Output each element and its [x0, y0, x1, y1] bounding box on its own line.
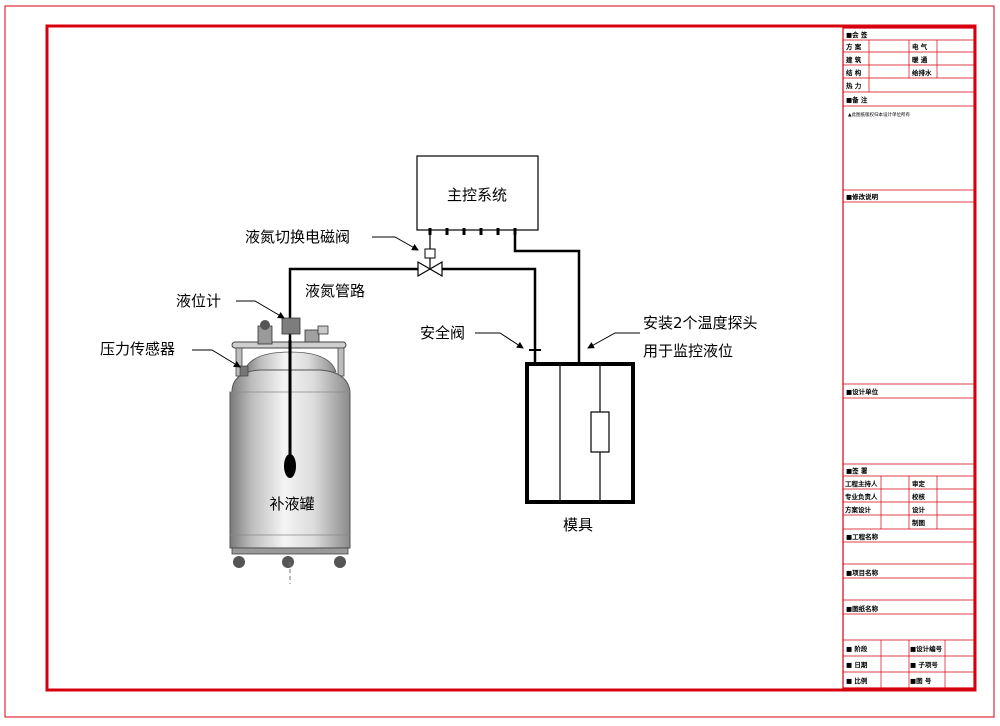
control-terminals	[428, 228, 517, 235]
tb-countersign: ■会 签	[846, 30, 868, 39]
tb-hvac: 暖 通	[912, 55, 928, 64]
tb-design-number: ■设计编号	[910, 644, 943, 653]
tb-scheme: 方 案	[846, 42, 862, 51]
tb-item-name: ■项目名称	[846, 568, 879, 577]
tb-review: 审定	[912, 479, 926, 488]
tb-design: 设计	[912, 505, 926, 514]
probe-note-line2: 用于监控液位	[643, 342, 733, 360]
probe-signal-wire	[513, 235, 581, 385]
tb-architecture: 建 筑	[845, 55, 862, 64]
outer-frame	[4, 5, 995, 718]
tb-project-lead: 工程主持人	[845, 479, 878, 488]
tb-plumbing: 给排水	[912, 68, 932, 77]
temperature-probe	[590, 411, 610, 453]
pressure-sensor-label: 压力传感器	[100, 340, 175, 358]
tb-sub-number: ■ 子项号	[910, 660, 938, 669]
tb-stage: ■ 阶段	[846, 644, 868, 653]
tb-power: 热 力	[846, 81, 862, 90]
tb-check: 校核	[912, 492, 926, 501]
level-gauge-label: 液位计	[176, 292, 221, 310]
tb-drawing: 制图	[912, 518, 926, 527]
mold-label: 模具	[563, 516, 593, 534]
tb-discipline-lead: 专业负责人	[845, 492, 878, 501]
tb-structure: 结 构	[846, 68, 862, 77]
tb-drawing-number: ■图 号	[910, 676, 932, 685]
tb-remarks: ■备 注	[846, 95, 868, 104]
main-control-box	[416, 155, 539, 231]
tb-project-name: ■工程名称	[846, 532, 879, 541]
main-control-label: 主控系统	[447, 186, 507, 204]
level-gauge-head	[281, 317, 301, 335]
ln2-pipe-label: 液氮管路	[305, 282, 365, 300]
tb-date: ■ 日期	[846, 660, 868, 669]
level-probe-bulb	[284, 454, 296, 478]
process-diagram: 主控系统 模具	[100, 155, 758, 584]
solenoid-valve-label: 液氮切换电磁阀	[245, 228, 350, 246]
tb-drawing-name: ■图纸名称	[846, 604, 879, 613]
tank-label: 补液罐	[269, 495, 314, 513]
mold-box	[525, 362, 635, 504]
tb-revision-notes: ■修改说明	[846, 192, 879, 201]
tb-signatures: ■签 署	[846, 466, 868, 475]
solenoid-coil	[424, 248, 436, 259]
pressure-sensor	[239, 365, 249, 377]
inner-frame	[45, 24, 977, 692]
tb-remark-text: ▲此图纸版权归本设计单位所有	[848, 111, 910, 118]
tb-scheme-design: 方案设计	[845, 505, 872, 514]
ln2-pipe-to-mold	[442, 267, 537, 385]
tb-scale: ■ 比例	[846, 676, 868, 685]
probe-note-line1: 安装2个温度探头	[643, 314, 758, 332]
tb-electrical: 电 气	[912, 42, 928, 51]
title-block: ■会 签 方 案 电 气 建 筑 暖 通 结 构 给排水 热 力 ■备 注 ▲此…	[842, 27, 975, 689]
safety-valve-label: 安全阀	[420, 324, 465, 342]
tb-design-unit: ■设计单位	[846, 387, 879, 396]
